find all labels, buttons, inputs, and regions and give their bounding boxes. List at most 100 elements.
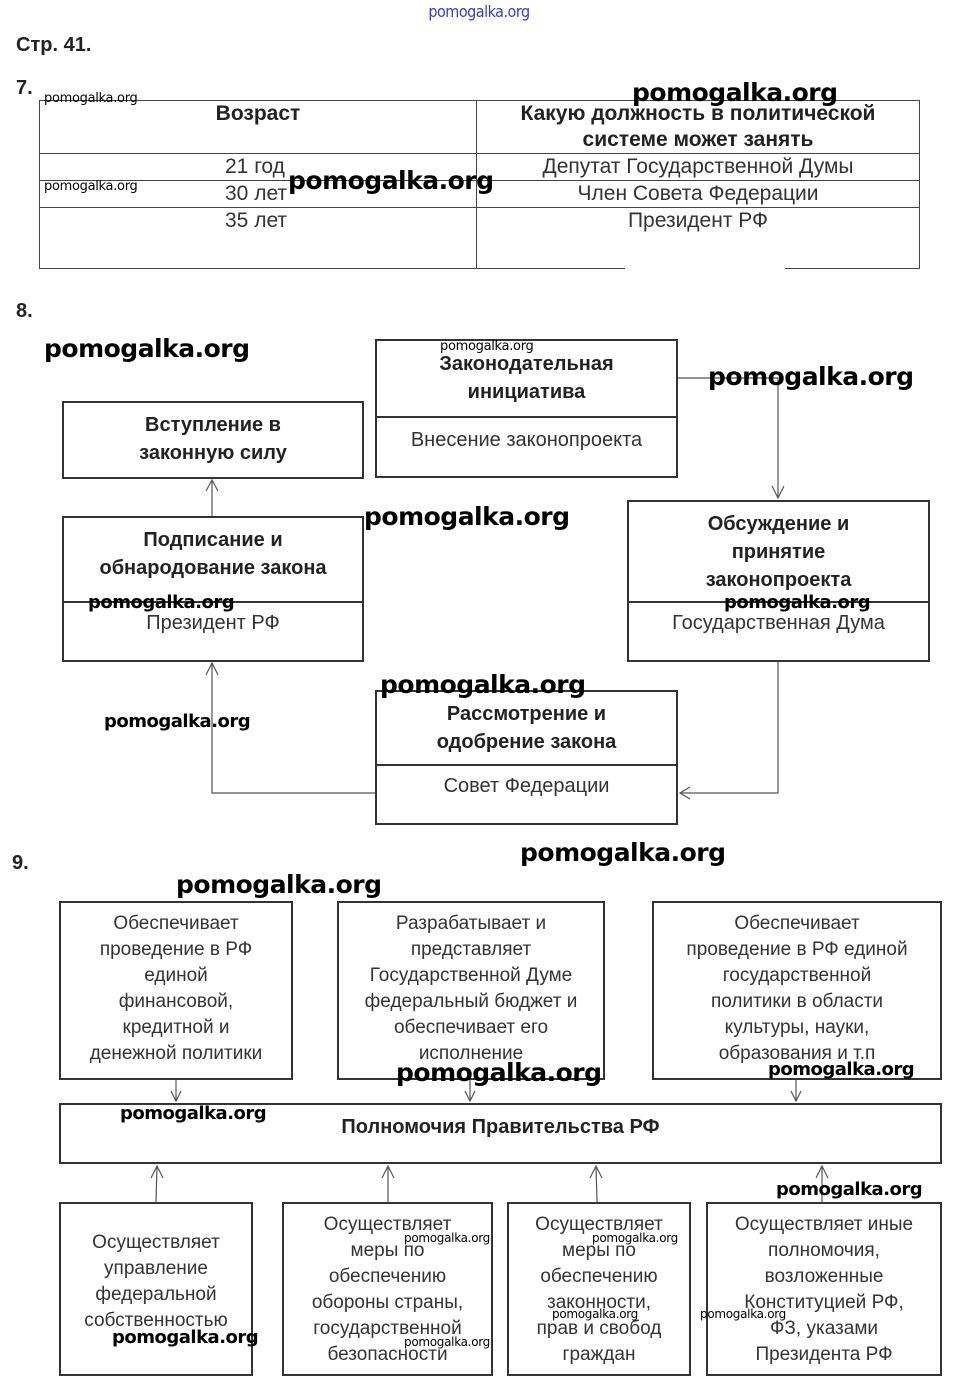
title-line: Подписание и <box>143 529 283 551</box>
text-line: финансовой, <box>118 991 234 1012</box>
text-line: обеспечению <box>328 1266 447 1287</box>
box-title: Законодательная инициатива <box>377 341 676 418</box>
watermark: pomogalka.org <box>88 592 235 613</box>
title-line: Вступление в <box>145 414 281 436</box>
bottom-box-other-powers: Осуществляет иные полномочия, возложенны… <box>706 1202 942 1376</box>
watermark: pomogalka.org <box>776 1179 923 1200</box>
column-header-position: Какую должность в политической системе м… <box>476 100 920 154</box>
title-line: Рассмотрение и <box>446 703 607 725</box>
title-line: принятие <box>731 541 826 563</box>
watermark: pomogalka.org <box>176 870 382 899</box>
watermark: pomogalka.org <box>380 670 586 699</box>
watermark-top[interactable]: pomogalka.org <box>428 2 530 21</box>
watermark: pomogalka.org <box>104 711 251 732</box>
top-box-finance: Обеспечивает проведение в РФ единой фина… <box>59 901 293 1080</box>
text-line: денежной политики <box>89 1043 263 1064</box>
watermark: pomogalka.org <box>724 592 871 613</box>
arrowhead <box>678 786 691 800</box>
arrow-initiative-to-discussion <box>677 377 779 498</box>
box-discussion: Обсуждение и принятие законопроекта Госу… <box>627 500 930 662</box>
text-line: обеспечивает его <box>393 1017 549 1038</box>
column-header-age: Возраст <box>39 100 477 154</box>
box-title: Обсуждение и принятие законопроекта <box>629 502 928 603</box>
text-line: безопасности <box>327 1344 448 1365</box>
title-line: Обсуждение и <box>707 513 850 535</box>
arrowhead <box>170 1090 182 1103</box>
task9-number: 9. <box>12 852 29 874</box>
text-line: собственностью <box>84 1310 228 1331</box>
text-line: государственной <box>313 1318 462 1339</box>
text-line: прав и свобод <box>536 1318 662 1339</box>
text-line: Разрабатывает и <box>395 913 547 934</box>
watermark: pomogalka.org <box>708 362 914 391</box>
text-line: Осуществляет <box>535 1214 663 1235</box>
arrow-discussion-to-review <box>680 660 779 794</box>
text-line: управление <box>104 1258 208 1279</box>
watermark: pomogalka.org <box>404 1335 490 1349</box>
watermark: pomogalka.org <box>44 334 250 363</box>
watermark: pomogalka.org <box>396 1058 602 1087</box>
position-cell: Член Совета Федерации <box>476 180 920 208</box>
arrowhead <box>589 1164 603 1179</box>
text-line: Конституцией РФ, <box>744 1292 904 1313</box>
watermark: pomogalka.org <box>288 166 494 195</box>
text-line: ФЗ, указами <box>769 1318 879 1339</box>
box-legislative-initiative: Законодательная инициатива Внесение зако… <box>375 339 678 478</box>
box-signing: Подписание и обнародование закона Презид… <box>62 516 364 662</box>
task7-number: 7. <box>16 77 33 99</box>
watermark: pomogalka.org <box>44 91 138 106</box>
text-line: кредитной и <box>122 1017 230 1038</box>
watermark: pomogalka.org <box>404 1231 490 1245</box>
text-line: представляет <box>410 939 532 960</box>
watermark: pomogalka.org <box>112 1327 259 1348</box>
top-box-culture: Обеспечивает проведение в РФ единой госу… <box>652 901 942 1080</box>
watermark: pomogalka.org <box>700 1307 786 1321</box>
text-line: Осуществляет иные <box>734 1214 914 1235</box>
text-line: федеральной <box>95 1284 217 1305</box>
watermark: pomogalka.org <box>552 1307 638 1321</box>
arrow-bottom1-to-center <box>155 1165 158 1203</box>
box-subtitle: Внесение законопроекта <box>410 429 643 451</box>
text-line: граждан <box>562 1344 636 1365</box>
government-powers-box: Полномочия Правительства РФ <box>59 1103 942 1164</box>
arrowhead <box>464 1090 476 1103</box>
text-line: обеспечению <box>540 1266 658 1287</box>
watermark: pomogalka.org <box>632 78 838 107</box>
position-cell: Депутат Государственной Думы <box>476 153 920 181</box>
text-line: меры по <box>562 1240 636 1261</box>
bottom-box-defense: Осуществляет меры по обеспечению обороны… <box>282 1202 493 1376</box>
box-title: Вступление в законную силу <box>64 403 362 467</box>
watermark: pomogalka.org <box>440 339 534 354</box>
watermark: pomogalka.org <box>592 1231 678 1245</box>
text-line: обороны страны, <box>311 1292 464 1313</box>
table-header-row: Возраст Какую должность в политической с… <box>39 100 920 154</box>
bottom-box-property: Осуществляет управление федеральной собс… <box>59 1202 253 1376</box>
text-line: меры по <box>350 1240 425 1261</box>
watermark: pomogalka.org <box>364 502 570 531</box>
table-row: 35 лет Президент РФ <box>39 207 920 269</box>
text-line: политики в области <box>710 991 884 1012</box>
box-subtitle: Совет Федерации <box>443 775 610 797</box>
title-line: законную силу <box>139 442 287 464</box>
text-line: законности, <box>546 1292 652 1313</box>
task8-number: 8. <box>16 300 33 322</box>
arrowhead <box>790 1090 802 1103</box>
text-line: Обеспечивает <box>113 913 239 934</box>
bottom-box-legality: Осуществляет меры по обеспечению законно… <box>507 1202 691 1376</box>
arrowhead <box>815 1164 829 1179</box>
text-line: федеральный бюджет и <box>364 991 578 1012</box>
age-cell: 35 лет <box>39 207 477 269</box>
box-title: Рассмотрение и одобрение закона <box>377 692 676 766</box>
age-cell: 30 лет <box>39 180 477 208</box>
box-entry-into-force: Вступление в законную силу <box>62 401 364 479</box>
title-line: одобрение закона <box>436 731 617 753</box>
text-line: Обеспечивает <box>734 913 860 934</box>
watermark: pomogalka.org <box>44 179 138 194</box>
text-line: возложенные <box>764 1266 884 1287</box>
watermark: pomogalka.org <box>768 1059 915 1080</box>
box-title: Подписание и обнародование закона <box>64 518 362 603</box>
text-line: Президента РФ <box>755 1344 893 1365</box>
text-line: государственной <box>722 965 872 986</box>
text-line: культуры, науки, <box>724 1017 870 1038</box>
